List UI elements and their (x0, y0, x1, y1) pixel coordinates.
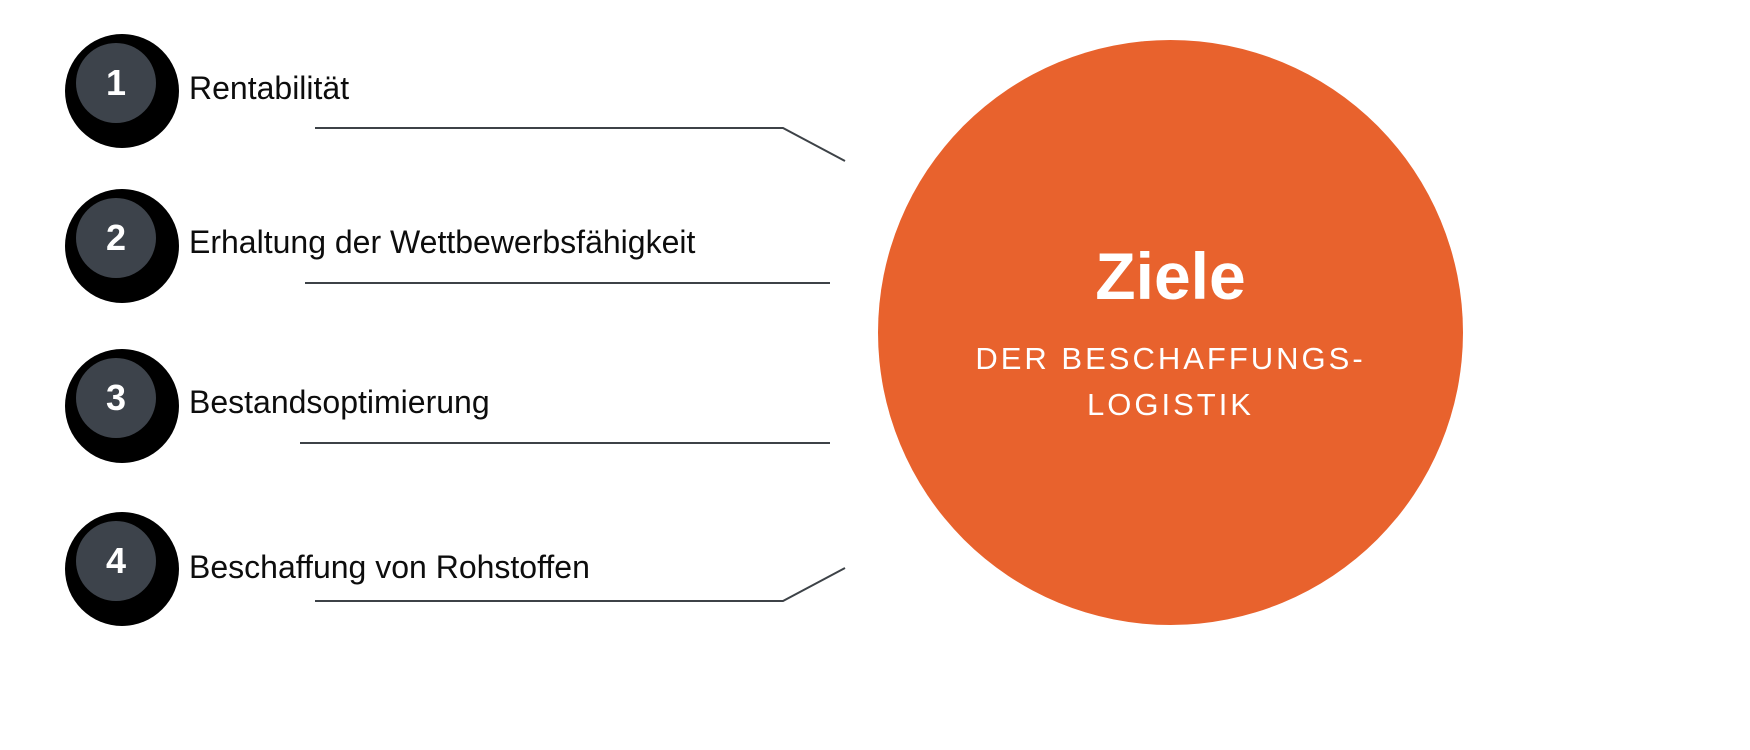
item-label-1: Rentabilität (189, 70, 350, 106)
circle-subtitle-line2: LOGISTIK (1087, 386, 1254, 422)
item-label-3: Bestandsoptimierung (189, 384, 490, 420)
badge-inner-circle: 1 (76, 43, 156, 123)
circle-title: Ziele (1095, 238, 1246, 313)
circle-subtitle: DER BESCHAFFUNGS- LOGISTIK (975, 336, 1365, 428)
numbered-badge-3: 3 (65, 349, 179, 463)
numbered-badge-1: 1 (65, 34, 179, 148)
badge-number: 2 (105, 217, 127, 258)
numbered-badge-4: 4 (65, 512, 179, 626)
badge-inner-circle: 4 (76, 521, 156, 601)
item-label-2: Erhaltung der Wettbewerbsfähigkeit (189, 224, 696, 260)
badge-number: 4 (105, 540, 127, 581)
circle-subtitle-line1: DER BESCHAFFUNGS- (975, 340, 1366, 376)
connector-line-1 (315, 127, 846, 162)
numbered-badge-2: 2 (65, 189, 179, 303)
badge-number: 1 (105, 62, 127, 103)
badge-number: 3 (105, 377, 127, 418)
badge-inner-circle: 2 (76, 198, 156, 278)
goal-circle: Ziele DER BESCHAFFUNGS- LOGISTIK (878, 40, 1463, 625)
badge-inner-circle: 3 (76, 358, 156, 438)
item-label-4: Beschaffung von Rohstoffen (189, 549, 590, 585)
